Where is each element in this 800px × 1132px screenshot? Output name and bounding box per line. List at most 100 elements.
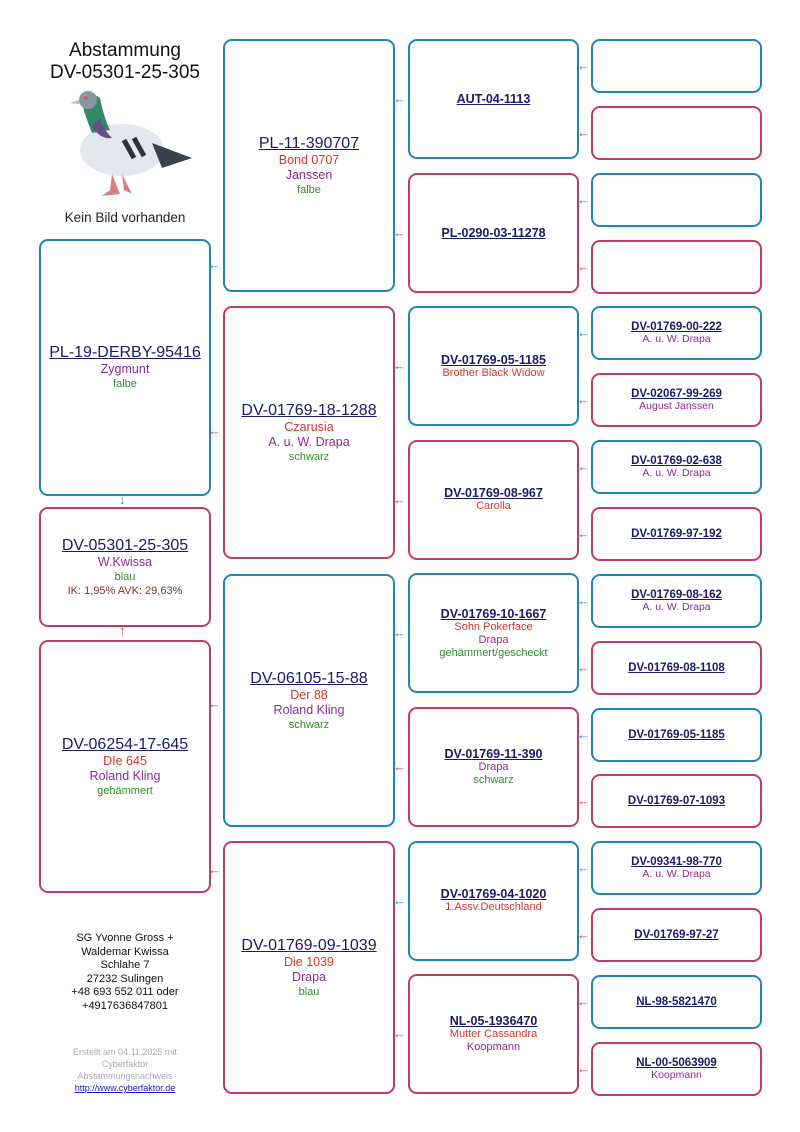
ring-number[interactable]: DV-01769-08-162 [631, 588, 722, 601]
pigeon-name: Bond 0707 [278, 152, 340, 167]
ring-number[interactable]: NL-98-5821470 [636, 995, 717, 1008]
owner: W.Kwissa [97, 554, 153, 569]
ring-number[interactable]: DV-01769-09-1039 [241, 936, 377, 954]
ring-number[interactable]: DV-01769-05-1185 [628, 728, 725, 741]
ring-number[interactable]: DV-01769-07-1093 [627, 795, 726, 808]
arrow-left-icon: ← [577, 659, 590, 675]
plumage-color: schwarz [288, 450, 330, 463]
gg-grandparent-box[interactable]: DV-01769-05-1185 [591, 707, 762, 762]
owner: Roland Kling [89, 768, 161, 783]
plumage-color: blau [298, 985, 320, 998]
gg-grandparent-box[interactable]: NL-98-5821470 [591, 974, 762, 1029]
ring-number[interactable]: PL-11-390707 [258, 134, 360, 152]
arrow-left-icon: ← [208, 423, 221, 438]
owner: A. u. W. Drapa [642, 467, 711, 480]
breeder-line: 27232 Sulingen [86, 972, 164, 985]
great-grandparent-box[interactable]: PL-0290-03-11278 [408, 172, 579, 293]
arrow-down-icon: ↓ [119, 492, 126, 507]
ring-number[interactable]: NL-05-1936470 [449, 1014, 538, 1029]
plumage-color: schwarz [473, 774, 514, 786]
footer-created: Erstellt am 04.11.2025 mit [73, 1047, 177, 1057]
owner: Zygmunt [100, 362, 150, 376]
ring-number[interactable]: DV-01769-18-1288 [241, 401, 377, 419]
owner: Roland Kling [273, 702, 345, 717]
ring-number[interactable]: PL-19-DERBY-95416 [49, 344, 201, 361]
ring-number[interactable]: DV-01769-10-1667 [440, 606, 547, 621]
gg-grandparent-box[interactable]: DV-01769-97-27 [591, 908, 762, 963]
no-image-caption: Kein Bild vorhanden [64, 210, 186, 225]
ring-number[interactable]: DV-01769-97-27 [634, 929, 719, 942]
ring-number[interactable]: DV-02067-99-269 [631, 388, 722, 401]
plumage-color: falbe [113, 378, 137, 390]
pigeon-name: Sohn Pokerface [454, 620, 533, 633]
pigeon-name: Czarusia [284, 419, 334, 434]
breeder-line: +4917636847801 [82, 999, 168, 1012]
ring-number[interactable]: DV-01769-97-192 [631, 527, 722, 540]
arrow-left-icon: ← [577, 191, 590, 207]
breeder-line: SG Yvonne Gross + [76, 932, 174, 944]
gg-grandparent-box[interactable]: DV-01769-97-192 [591, 506, 762, 561]
arrow-left-icon: ← [577, 993, 590, 1009]
arrow-left-icon: ← [393, 759, 406, 774]
arrow-left-icon: ← [393, 91, 406, 106]
ring-number[interactable]: PL-0290-03-11278 [441, 225, 546, 240]
pedigree-title: Abstammung DV-05301-25-305 [20, 40, 230, 84]
gg-grandparent-box[interactable]: DV-01769-08-1108 [591, 640, 762, 695]
owner: A. u. W. Drapa [642, 868, 711, 881]
great-grandparent-box[interactable]: AUT-04-1113 [408, 39, 579, 159]
gg-grandparent-box[interactable] [591, 239, 762, 294]
ring-number[interactable]: DV-01769-08-967 [444, 486, 543, 501]
owner: Koopmann [466, 1041, 521, 1054]
pigeon-name: Die 1039 [283, 954, 335, 969]
ring-number[interactable]: DV-01769-08-1108 [628, 661, 725, 674]
ring-number[interactable]: DV-05301-25-305 [61, 536, 189, 554]
cyberfaktor-link[interactable]: http://www.cyberfaktor.de [74, 1083, 176, 1093]
gg-grandparent-box[interactable] [591, 105, 762, 160]
ring-number[interactable]: DV-06254-17-645 [61, 735, 189, 753]
pigeon-name: Der 88 [290, 687, 328, 702]
ring-number[interactable]: DV-01769-05-1185 [441, 352, 546, 367]
ring-number[interactable]: DV-01769-11-390 [444, 747, 543, 761]
arrow-left-icon: ← [393, 491, 406, 507]
ring-number[interactable]: AUT-04-1113 [456, 92, 531, 106]
arrow-left-icon: ← [577, 392, 590, 408]
ring-number[interactable]: DV-01769-04-1020 [440, 887, 547, 902]
inbreeding-coefficients: IK: 1,95% AVK: 29,63% [67, 584, 183, 597]
ring-number[interactable]: DV-01769-00-222 [631, 321, 722, 334]
arrow-left-icon: ← [577, 726, 590, 742]
ring-number[interactable]: DV-01769-02-638 [631, 455, 722, 468]
ring-number[interactable]: DV-09341-98-770 [631, 856, 722, 869]
footer: Erstellt am 04.11.2025 mit Cyberfaktor A… [20, 1046, 230, 1094]
pigeon-name: DIe 645 [103, 753, 147, 768]
owner: A. u. W. Drapa [268, 434, 350, 449]
arrow-left-icon: ← [208, 862, 221, 877]
gg-grandparent-box[interactable] [591, 172, 762, 227]
gg-grandparent-box[interactable]: DV-01769-07-1093 [591, 774, 762, 829]
ring-number[interactable]: NL-00-5063909 [636, 1056, 717, 1069]
arrow-up-icon: ↑ [119, 623, 126, 638]
arrow-left-icon: ← [577, 58, 590, 73]
arrow-left-icon: ← [577, 325, 590, 341]
gg-grandparent-box[interactable] [591, 39, 762, 93]
ring-number[interactable]: DV-06105-15-88 [250, 669, 368, 687]
